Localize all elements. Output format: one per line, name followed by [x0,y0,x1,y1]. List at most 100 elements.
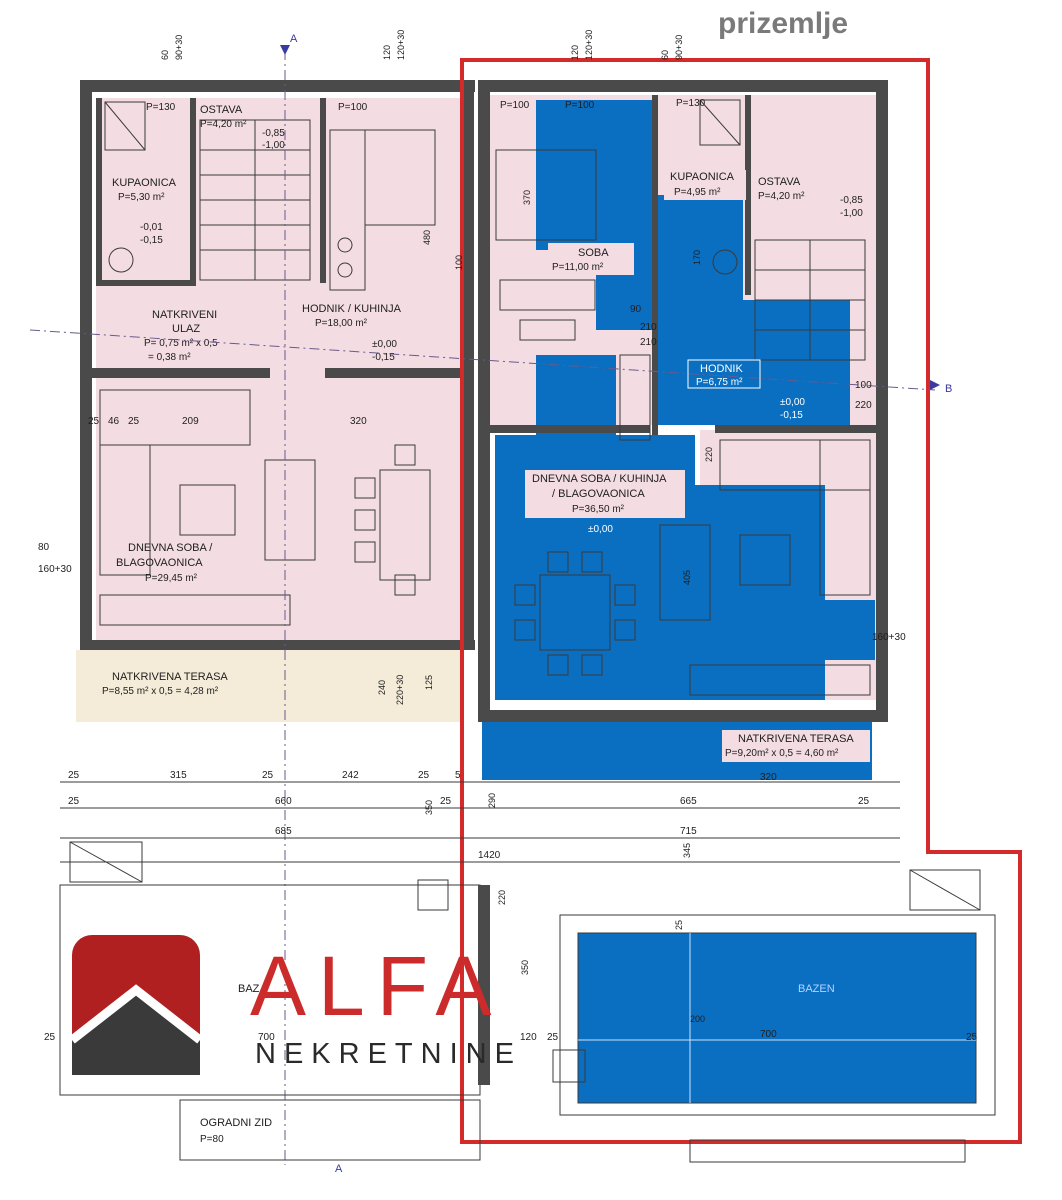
door-label: P=100 [338,102,368,113]
dim-label: 25 [858,796,870,807]
room-area: = 0,38 m² [148,352,191,363]
dim-label: 170 [692,250,702,265]
dim-label: 220 [497,890,507,905]
room-name: NATKRIVENA TERASA [112,671,228,683]
dim-label: 90+30 [674,35,684,60]
door-label: P=100 [500,100,530,111]
level-mark: -0,15 [372,352,395,363]
dim-label: 125 [424,675,434,690]
room-name: DNEVNA SOBA / [128,542,213,554]
pool-label: BAZEN [798,983,835,995]
dim-label: 242 [342,770,359,781]
dim-label: 210 [640,322,657,333]
dim-label: 160+30 [38,564,72,575]
room-area: P=9,20m² x 0,5 = 4,60 m² [725,748,839,759]
fence-height: P=80 [200,1134,224,1145]
dimension-lines: 25 315 25 242 25 5 25 660 25 685 665 25 … [60,770,900,863]
dim-label: 370 [522,190,532,205]
room-name: / BLAGOVAONICA [552,488,645,500]
dim-label: 700 [258,1032,275,1043]
room-area: P= 0,75 m² x 0,5 [144,338,218,349]
dim-label: 60 [160,50,170,60]
room-area: P=5,30 m² [118,192,165,203]
pool-area: BAZEN 700 200 BAZ 700 OGRADNI ZID P=80 [59,841,996,1163]
room-name: NATKRIVENA TERASA [738,733,854,745]
dim-label: 350 [424,800,434,815]
room-name: ULAZ [172,323,200,335]
room-name: KUPAONICA [670,171,735,183]
room-name: SOBA [578,247,609,259]
dim-label: 90 [630,304,642,315]
room-area: P=11,00 m² [552,262,604,273]
room-name: NATKRIVENI [152,309,217,321]
section-label-b: B [945,383,952,395]
level-mark: ±0,00 [780,397,805,408]
pool-basin [577,932,977,1104]
room-area: P=4,20 m² [200,119,247,130]
room-name: BLAGOVAONICA [116,557,203,569]
dim-label: 60 [660,50,670,60]
fence-label: OGRADNI ZID [200,1117,272,1129]
dim-label: 220 [855,400,872,411]
dim-label: 25 [68,770,80,781]
dim-label: 25 [262,770,274,781]
dim-label: 90+30 [174,35,184,60]
dim-label: 120+30 [396,30,406,60]
pool-label: BAZ [238,983,260,995]
highlight-outline [460,58,1022,1144]
dim-label: 240 [377,680,387,695]
section-label-a: A [290,33,298,45]
dim-label: 715 [680,826,697,837]
dim-label: 320 [760,772,777,783]
room-area: P=8,55 m² x 0,5 = 4,28 m² [102,686,219,697]
dim-label: 320 [350,416,367,427]
door-label: P=100 [565,100,595,111]
blue-zone-hall [658,195,743,425]
room-area: P=4,20 m² [758,191,805,202]
dim-label: 5 [455,770,461,781]
dim-label: 46 [108,416,120,427]
room-name: HODNIK [700,363,743,375]
dim-label: 120 [570,45,580,60]
brand-subtitle: NEKRETNINE [255,1038,522,1070]
dim-label: 220 [704,447,714,462]
section-label-a: A [335,1163,343,1175]
level-mark: -1,00 [262,140,285,151]
dim-label: 290 [487,793,497,808]
dim-label: 480 [422,230,432,245]
plan-title: prizemlje [718,7,848,40]
room-area: P=18,00 m² [315,318,368,329]
dim-label: 660 [275,796,292,807]
dim-label: 25 [547,1032,559,1043]
dim-label: 25 [418,770,430,781]
dim-label: 345 [682,843,692,858]
dim-label: 80 [38,542,50,553]
level-mark: -0,85 [262,128,285,139]
room-name: DNEVNA SOBA / KUHINJA [532,473,667,485]
dim-label: 25 [88,416,100,427]
dim-label: 200 [690,1014,705,1024]
room-name: HODNIK / KUHINJA [302,303,402,315]
room-area: P=6,75 m² [696,377,743,388]
dim-label: 405 [682,570,692,585]
dim-label: 160+30 [872,632,906,643]
dim-label: 665 [680,796,697,807]
room-area: P=29,45 m² [145,573,198,584]
level-mark: ±0,00 [372,339,397,350]
right-unit: SOBA P=11,00 m² KUPAONICA P=4,95 m² OSTA… [478,80,888,780]
dim-label: 25 [128,416,140,427]
dim-label: 120 [382,45,392,60]
dim-label: 25 [68,796,80,807]
door-label: P=130 [146,102,176,113]
room-area: P=36,50 m² [572,504,625,515]
level-mark: -0,85 [840,195,863,206]
dim-label: 120 [520,1032,537,1043]
dim-label: 100 [454,255,464,270]
dim-label: 25 [674,920,684,930]
brand-name: ALFA [250,939,503,1033]
level-mark: -1,00 [840,208,863,219]
level-mark: -0,01 [140,222,163,233]
dim-label: 209 [182,416,199,427]
left-terrace [76,650,462,722]
